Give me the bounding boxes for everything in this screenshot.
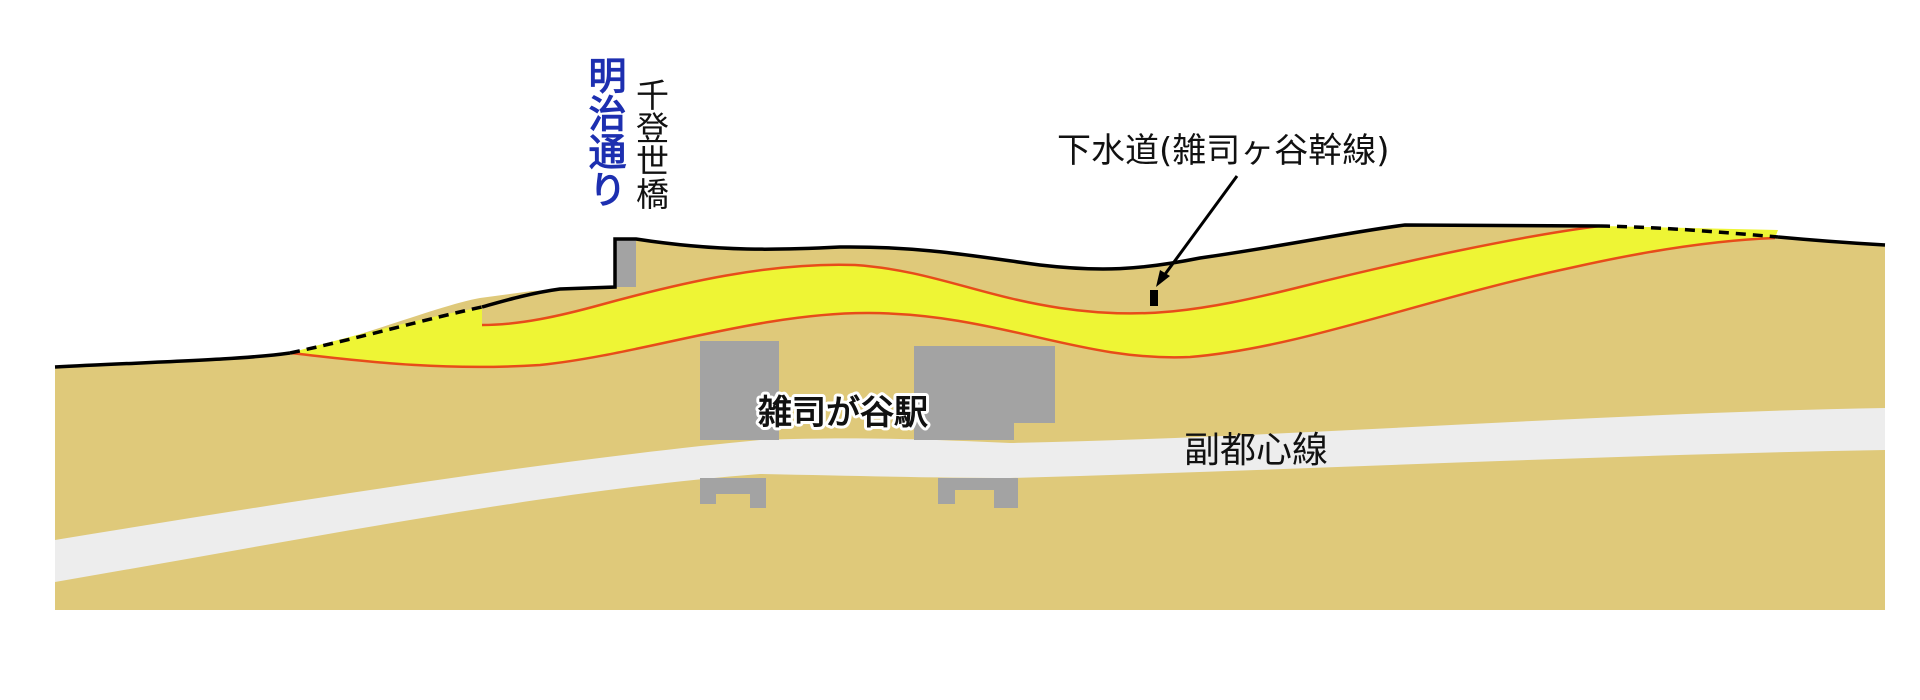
sewer-pointer-line xyxy=(1161,175,1239,278)
sewer-pointer-arrowhead xyxy=(1156,270,1170,287)
sewer-pipe-marker xyxy=(1150,290,1158,306)
station-footing-right xyxy=(938,478,1018,508)
station-footing-left xyxy=(700,478,766,508)
surface-line-dashed-right xyxy=(1599,224,1779,239)
station-label: 雑司が谷駅 xyxy=(757,393,928,433)
station-structure-right-lower xyxy=(914,423,1014,440)
station-structure-right xyxy=(914,346,1055,423)
sewer-label: 下水道(雑司ヶ谷幹線) xyxy=(1057,131,1390,171)
sewer-upper-outline xyxy=(481,224,1601,327)
bridge-label: 千登世橋 xyxy=(631,78,670,210)
sewer-band xyxy=(290,226,1778,367)
surface-line-right xyxy=(1777,235,1886,247)
subway-line-label: 副都心線 xyxy=(1184,430,1328,471)
road-label: 明治通り xyxy=(582,56,626,208)
station-structure-left xyxy=(700,341,779,440)
surface-line-mid xyxy=(481,223,1601,309)
surface-line xyxy=(54,351,291,369)
sewer-lower-outline xyxy=(289,236,1776,369)
surface-line-dashed-left xyxy=(289,305,483,355)
bridge-pier xyxy=(615,240,636,287)
subway-tunnel xyxy=(55,408,1885,582)
